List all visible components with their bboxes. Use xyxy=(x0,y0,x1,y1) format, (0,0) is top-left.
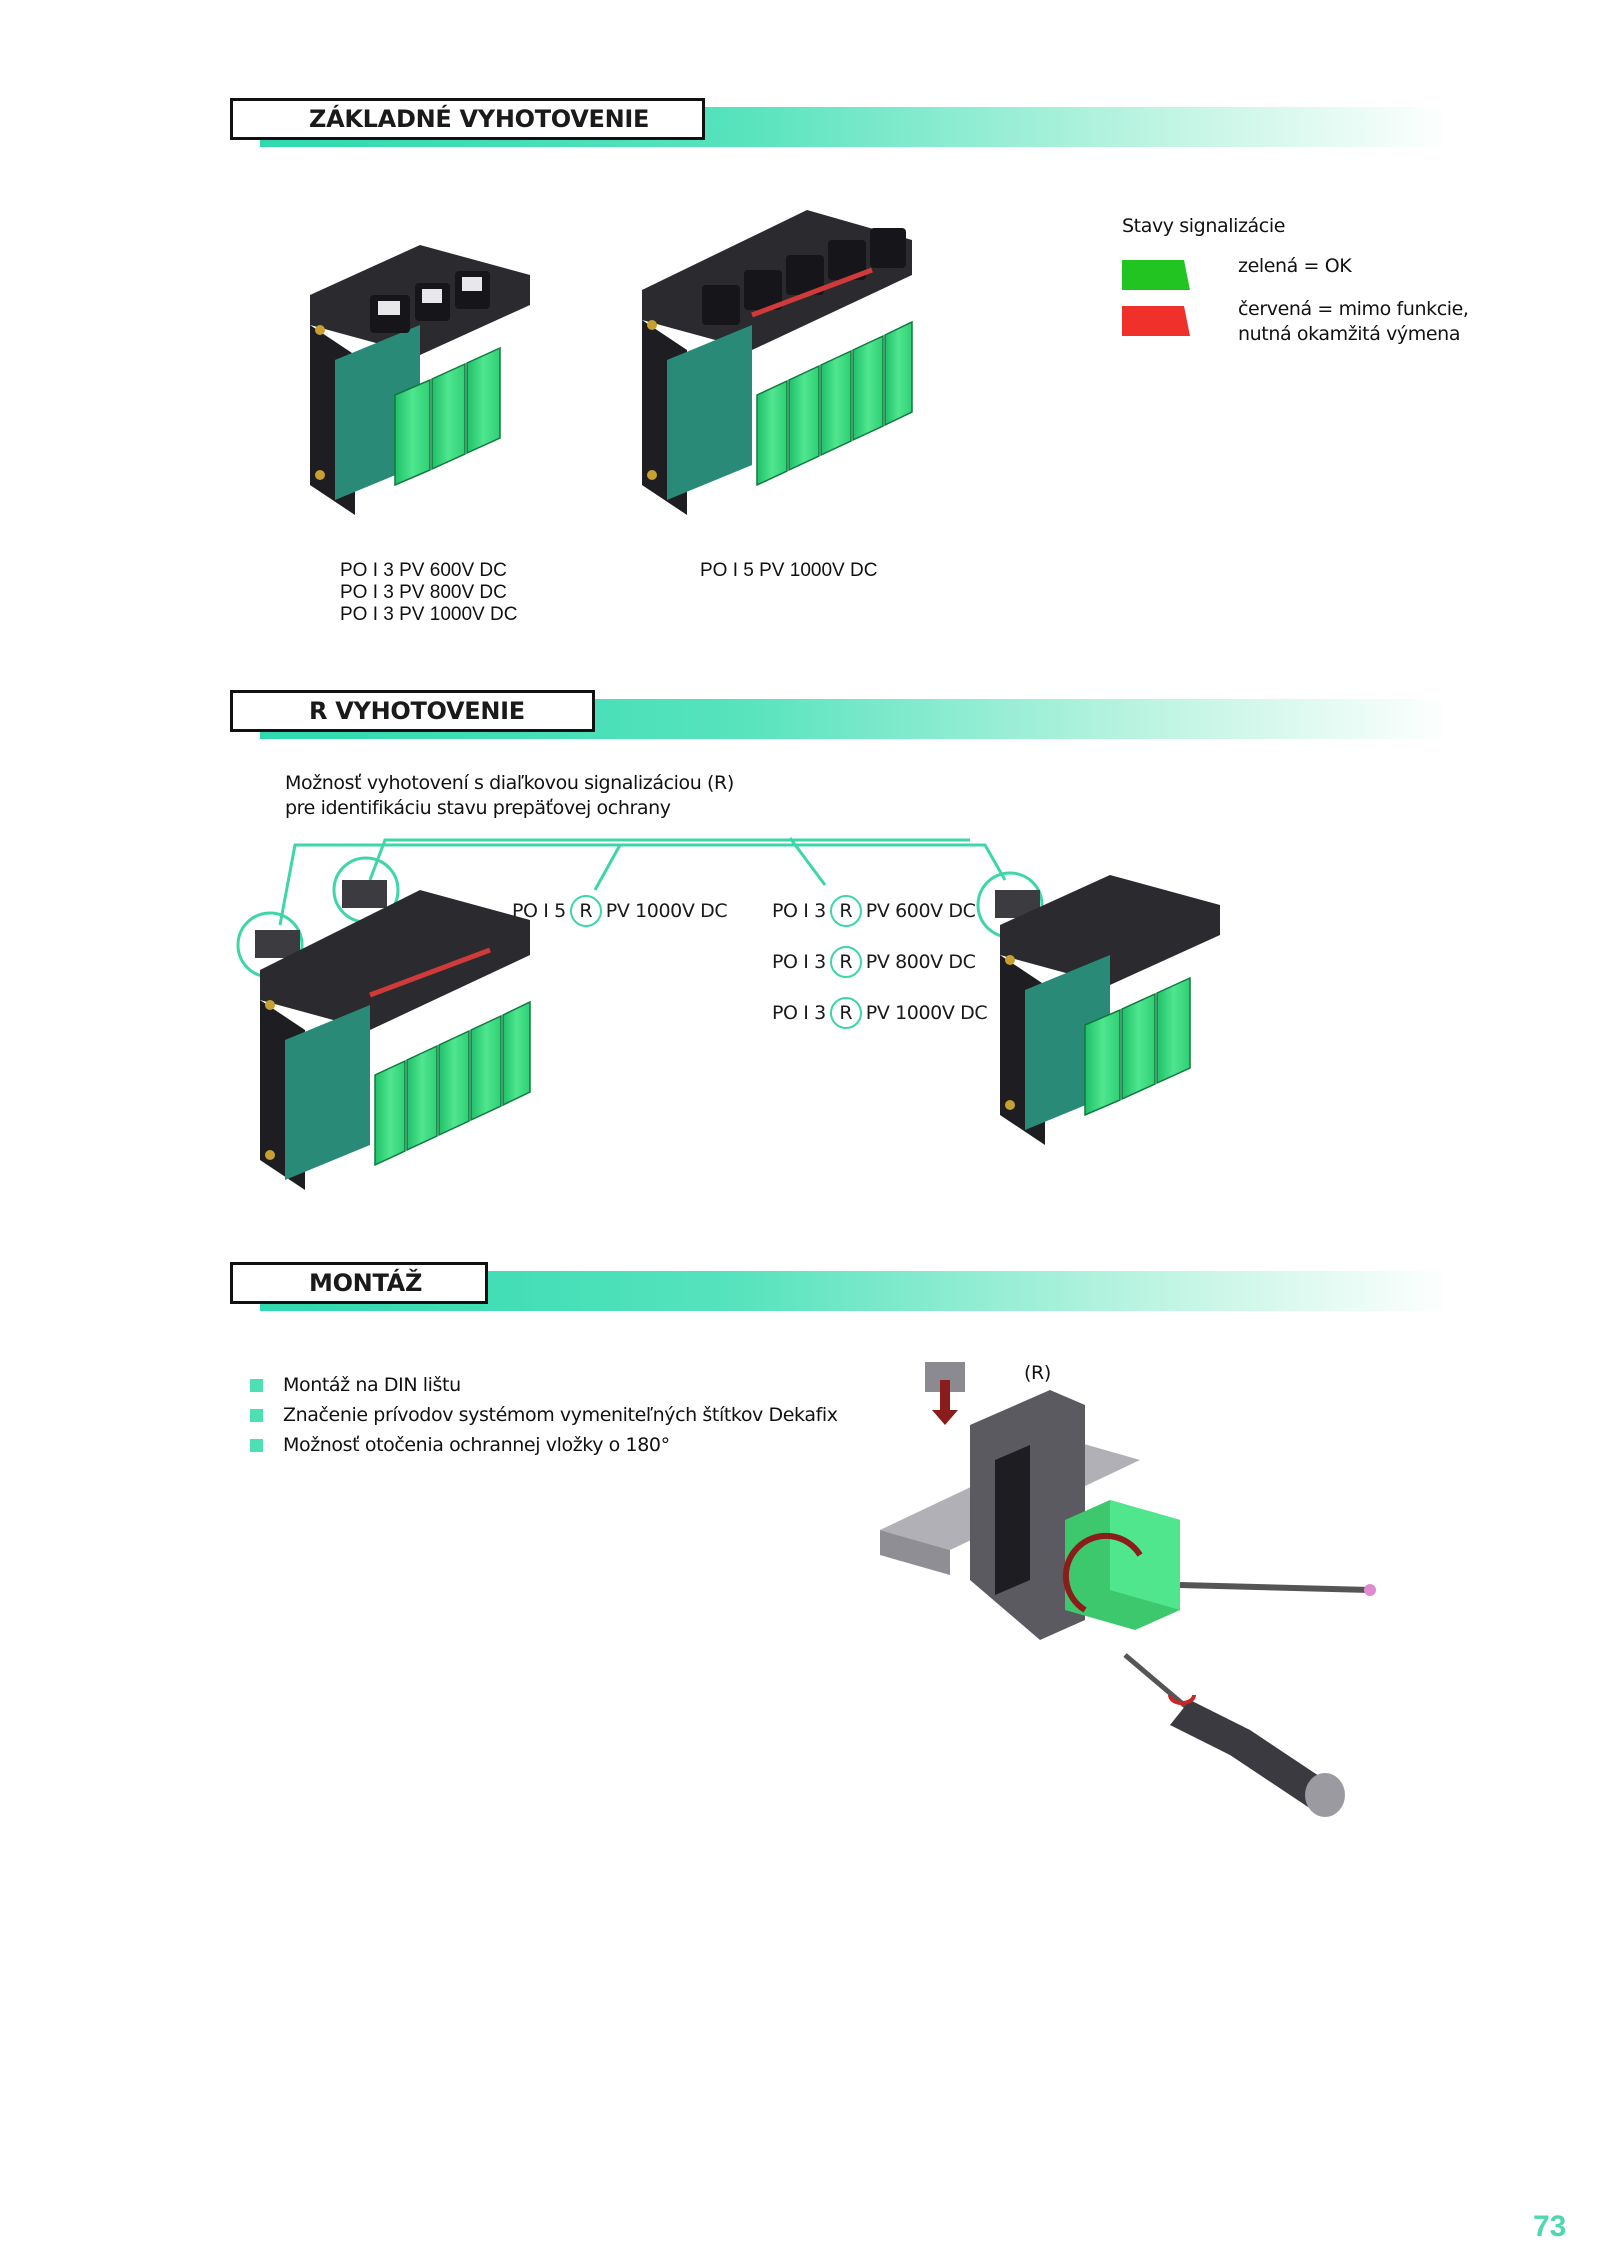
section-title-basic: ZÁKLADNÉ VYHOTOVENIE xyxy=(230,98,705,140)
mount-bullet-2: Značenie prívodov systémom vymeniteľných… xyxy=(283,1404,838,1426)
r-product-suffix: PV 800V DC xyxy=(865,951,976,973)
product-image-r-5pole xyxy=(255,880,531,1190)
legend-green-swatch xyxy=(1122,260,1190,290)
section-title-r: R VYHOTOVENIE xyxy=(230,690,595,732)
product-image-po-i-3-pv xyxy=(310,245,530,515)
product-caption-3pole-2: PO I 3 PV 800V DC xyxy=(340,582,507,603)
bullet-marker xyxy=(250,1409,263,1422)
bullet-marker xyxy=(250,1439,263,1452)
section-title-mount: MONTÁŽ xyxy=(230,1262,488,1304)
legend-green-label: zelená = OK xyxy=(1238,255,1352,277)
r-product-prefix: PO I 5 xyxy=(512,900,566,922)
mount-r-label: (R) xyxy=(1024,1362,1051,1384)
r-product-suffix: PV 600V DC xyxy=(865,900,976,922)
mounting-illustration xyxy=(880,1362,1376,1817)
legend-red-label-1: červená = mimo funkcie, xyxy=(1238,298,1469,320)
r-product-prefix: PO I 3 xyxy=(772,1002,826,1024)
legend-red-label-2: nutná okamžitá výmena xyxy=(1238,323,1461,345)
page-number: 73 xyxy=(1533,2210,1567,2243)
r-badge: R xyxy=(829,997,862,1029)
mount-bullet-1: Montáž na DIN lištu xyxy=(283,1374,461,1396)
product-image-r-3pole xyxy=(995,875,1220,1145)
r-product-prefix: PO I 3 xyxy=(772,951,826,973)
product-caption-3pole-1: PO I 3 PV 600V DC xyxy=(340,560,507,581)
signal-connector-lines xyxy=(236,837,1044,979)
r-product-prefix: PO I 3 xyxy=(772,900,826,922)
r-badge: R xyxy=(829,895,862,927)
r-badge: R xyxy=(569,895,602,927)
product-caption-3pole-3: PO I 3 PV 1000V DC xyxy=(340,604,518,625)
product-caption-5pole: PO I 5 PV 1000V DC xyxy=(700,560,878,581)
r-intro-line-1: Možnosť vyhotovení s diaľkovou signalizá… xyxy=(285,772,734,794)
r-product-suffix: PV 1000V DC xyxy=(605,900,728,922)
r-intro-line-2: pre identifikáciu stavu prepäťovej ochra… xyxy=(285,797,671,819)
r-product-suffix: PV 1000V DC xyxy=(865,1002,988,1024)
product-image-po-i-5-pv xyxy=(642,210,913,515)
r-badge: R xyxy=(829,946,862,978)
legend-heading: Stavy signalizácie xyxy=(1122,215,1285,237)
legend-red-swatch xyxy=(1122,306,1190,336)
mount-bullet-3: Možnosť otočenia ochrannej vložky o 180° xyxy=(283,1434,670,1456)
bullet-marker xyxy=(250,1379,263,1392)
